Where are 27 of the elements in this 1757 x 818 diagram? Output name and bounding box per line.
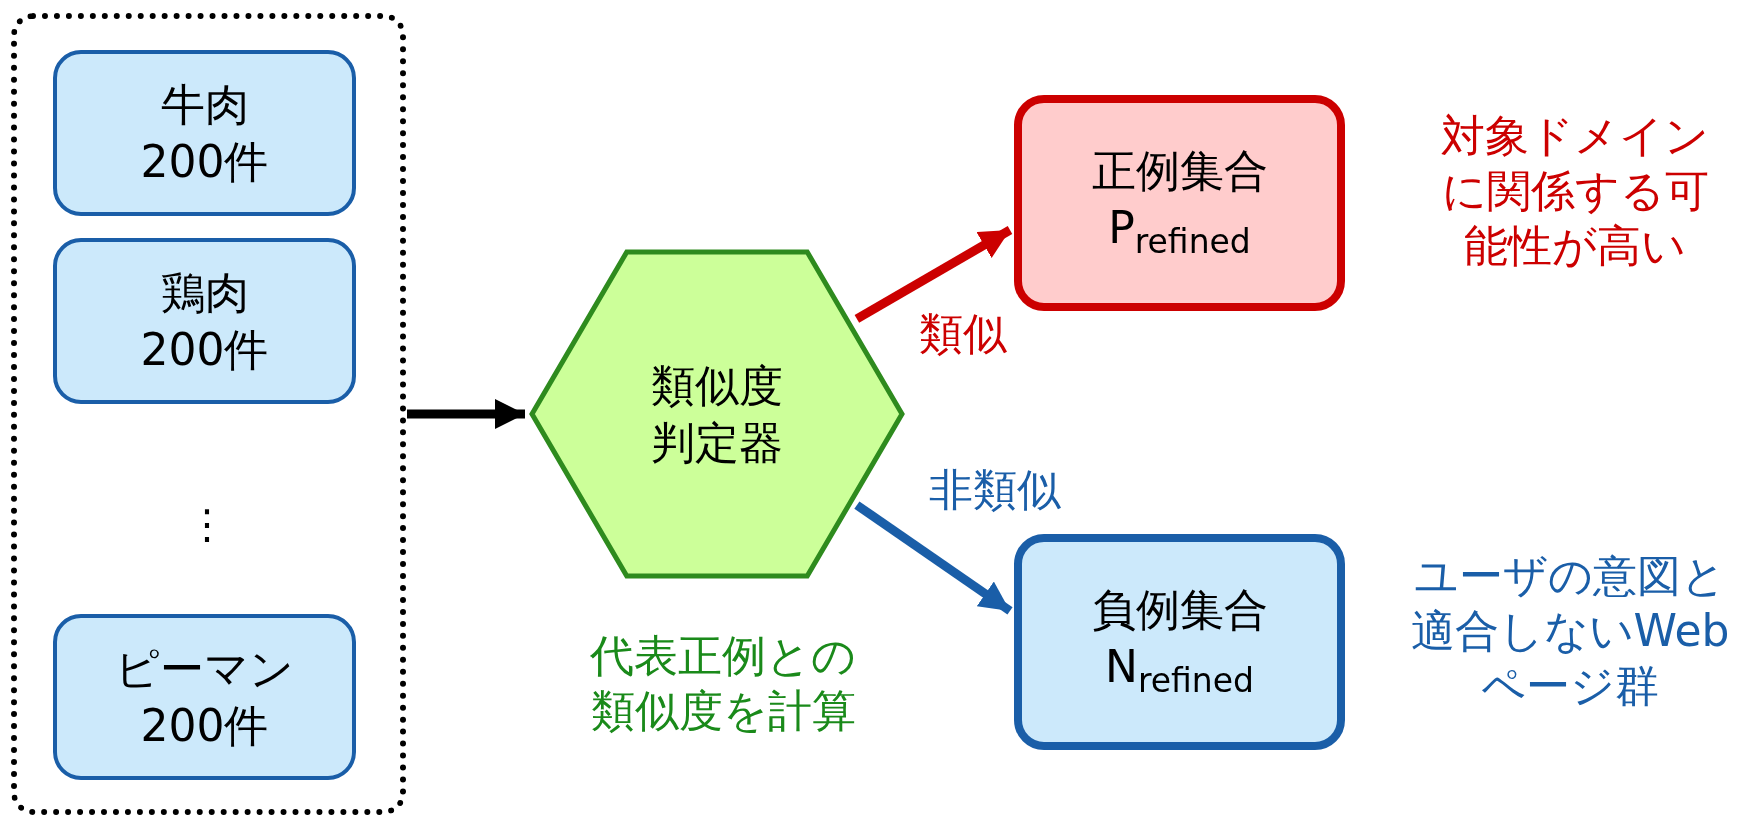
node-label: 代表正例との類似度を計算: [589, 629, 857, 738]
arrow: [854, 501, 1013, 615]
ellipsis: ⋮: [186, 500, 228, 549]
box-label: 鶏肉: [159, 265, 250, 320]
box-label: ピーマン: [114, 641, 295, 696]
box-label: 負例集合: [1090, 583, 1269, 638]
decision-hexagon: [529, 249, 905, 579]
box-sublabel: 200件: [139, 699, 270, 753]
box-sublabel: N$_{refined}$: [1104, 640, 1255, 703]
arrow: [854, 226, 1013, 323]
box-sublabel: P$_{refined}$: [1107, 201, 1252, 264]
process-box: [53, 238, 356, 404]
node-label: ユーザの意図と適合しないWeb ページ群: [1410, 549, 1730, 713]
box-label: 正例集合: [1090, 144, 1269, 199]
box-label: 牛肉: [159, 77, 250, 132]
edge-label: 非類似: [928, 463, 1062, 517]
box-sublabel: 200件: [139, 135, 270, 189]
result-box: [1014, 534, 1345, 750]
box-sublabel: 200件: [139, 323, 270, 377]
edge-label: 類似: [918, 307, 1008, 361]
group-frame: [11, 13, 406, 815]
result-box: [1014, 95, 1345, 311]
process-box: [53, 614, 356, 780]
process-box: [53, 50, 356, 216]
arrow: [407, 399, 525, 429]
box-label: 類似度判定器: [650, 358, 784, 470]
node-label: 対象ドメインに関係する可能性が高い: [1440, 109, 1710, 273]
